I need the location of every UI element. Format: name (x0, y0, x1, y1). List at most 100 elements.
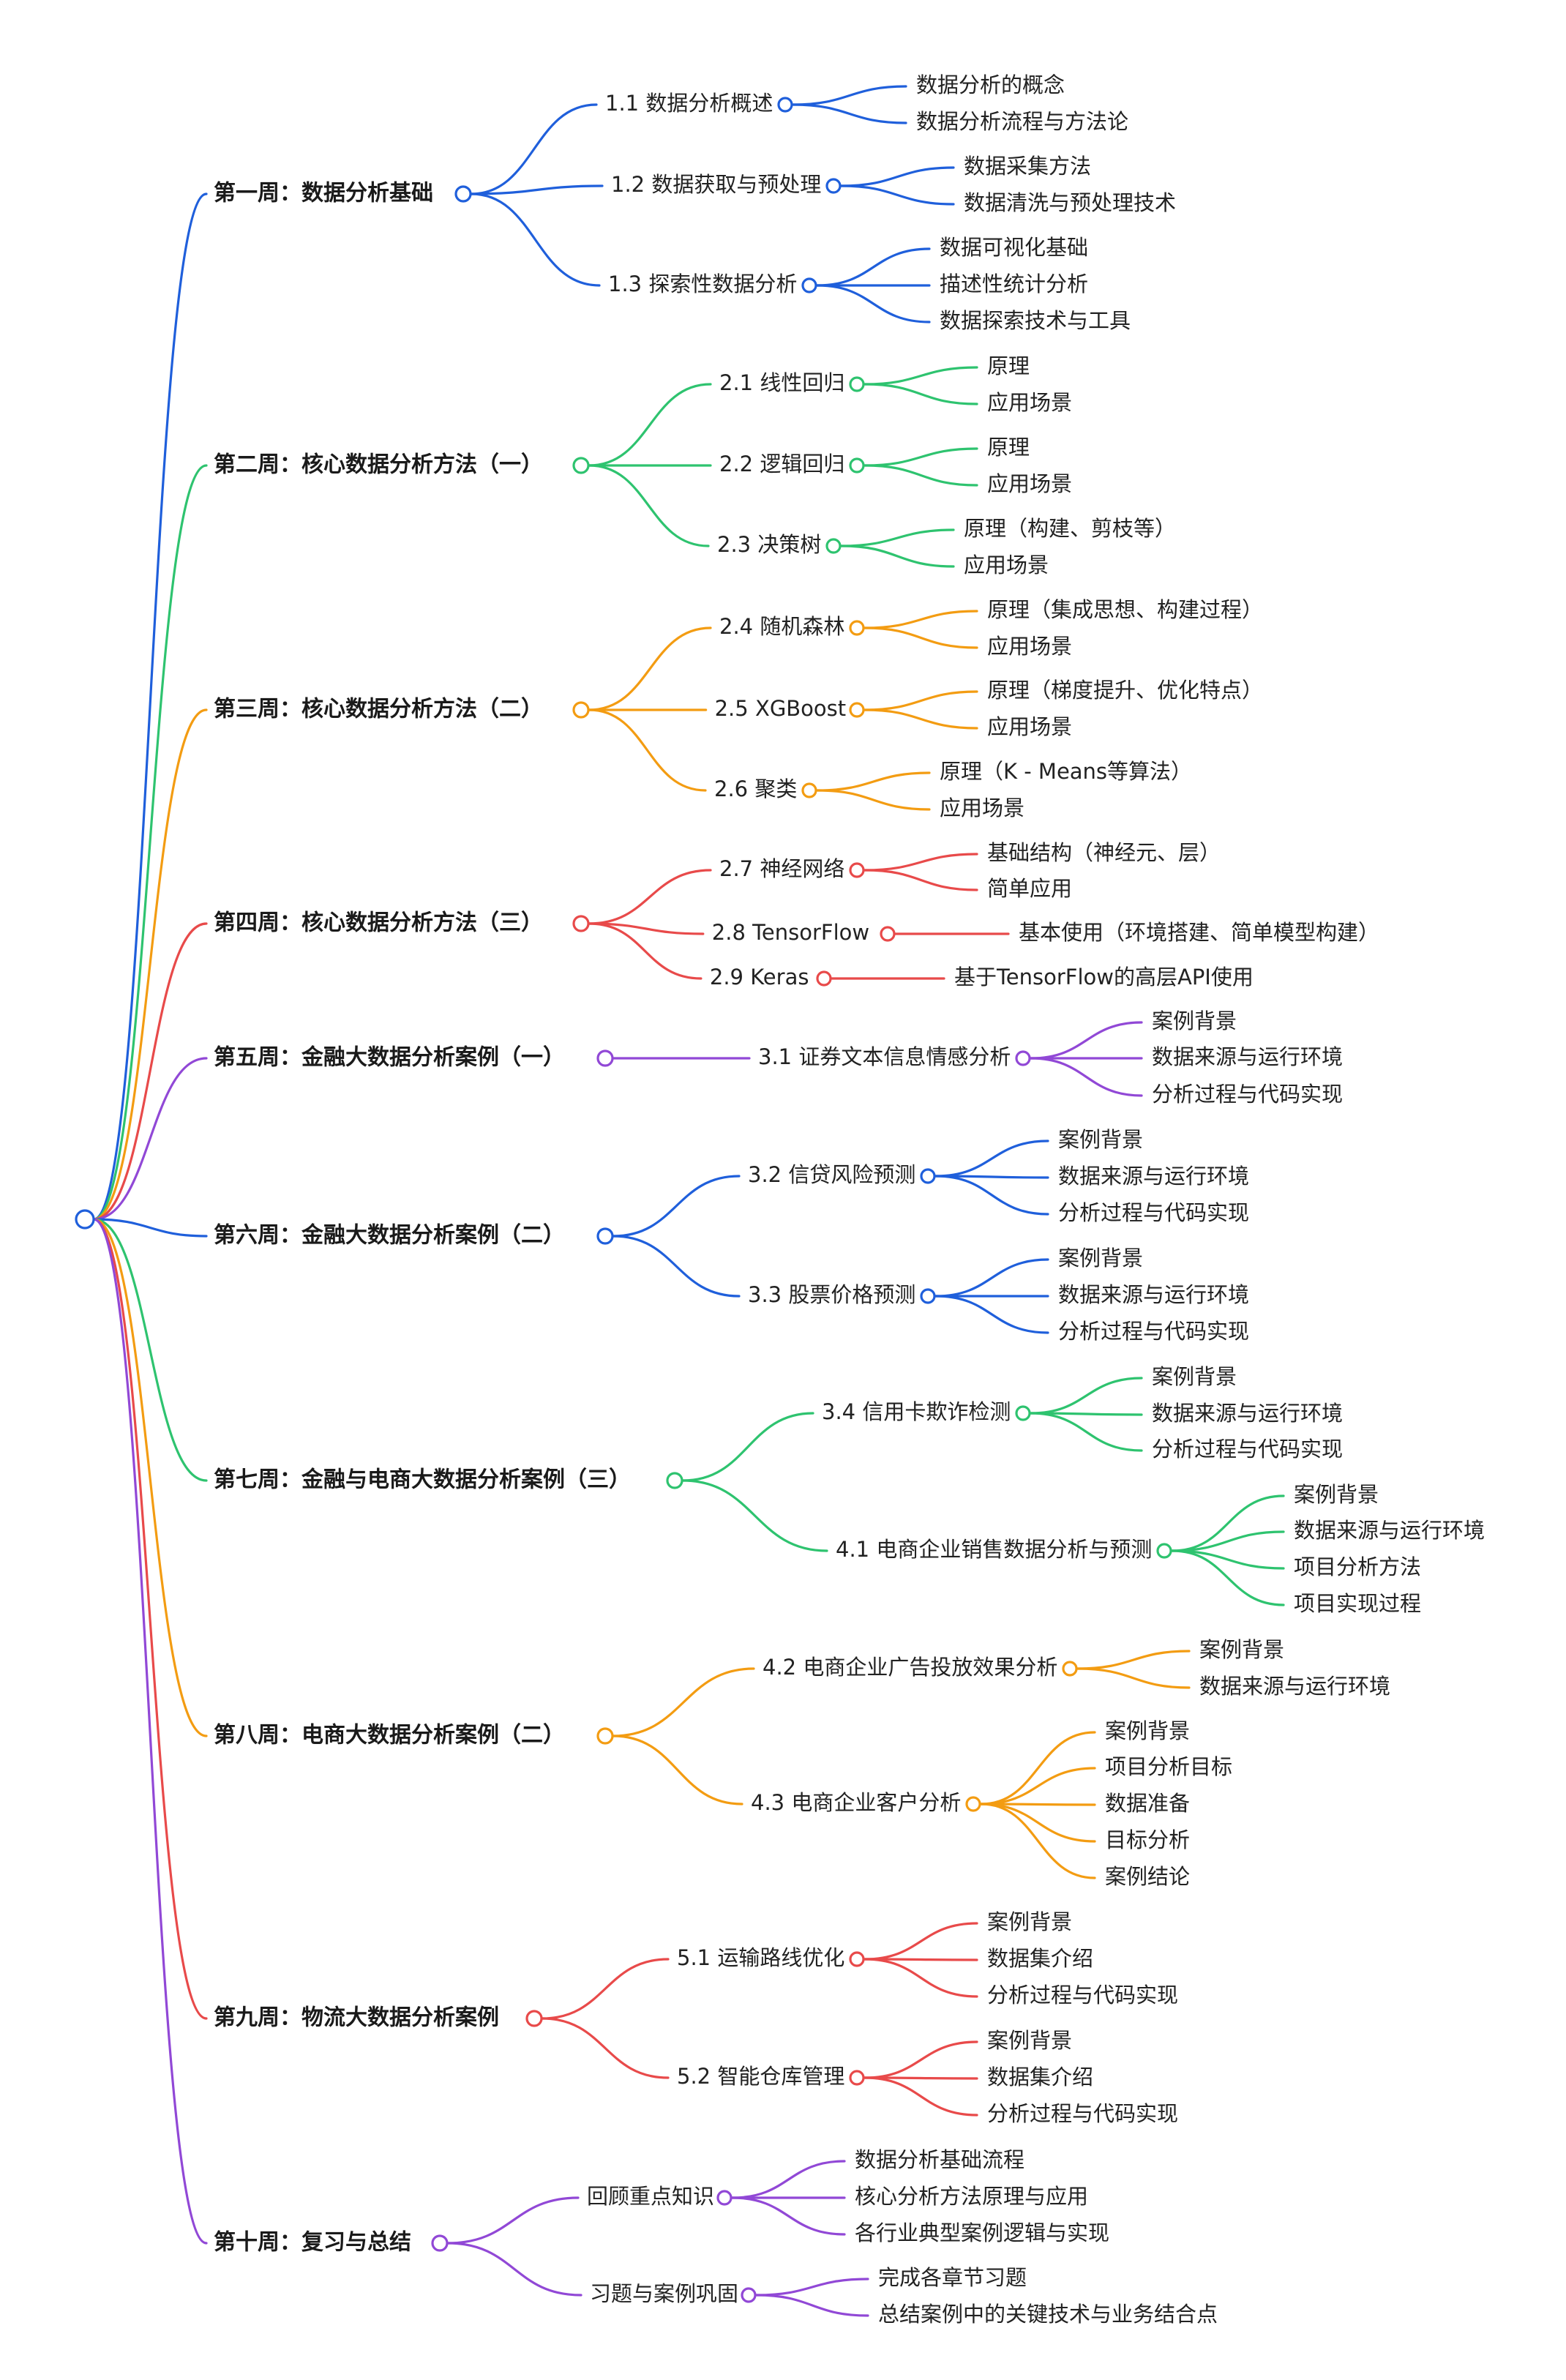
topic-8-2-label[interactable]: 4.3 电商企业客户分析 (751, 1790, 961, 1815)
topic-6-1-node[interactable] (920, 1168, 936, 1184)
item-7-2-3[interactable]: 项目分析方法 (1294, 1554, 1421, 1579)
item-7-1-1[interactable]: 案例背景 (1152, 1364, 1237, 1389)
item-6-1-1[interactable]: 案例背景 (1058, 1127, 1143, 1152)
item-9-1-2[interactable]: 数据集介绍 (987, 1946, 1093, 1971)
topic-4-3-label[interactable]: 2.9 Keras (710, 965, 809, 989)
week-2-node[interactable] (572, 457, 590, 474)
item-10-1-1[interactable]: 数据分析基础流程 (855, 2147, 1024, 2172)
item-7-2-2[interactable]: 数据来源与运行环境 (1294, 1518, 1485, 1543)
topic-1-1-node[interactable] (777, 97, 793, 113)
topic-5-1-label[interactable]: 3.1 证券文本信息情感分析 (758, 1044, 1011, 1069)
item-6-2-2[interactable]: 数据来源与运行环境 (1058, 1282, 1249, 1307)
topic-3-3-label[interactable]: 2.6 聚类 (714, 777, 797, 801)
item-7-1-2[interactable]: 数据来源与运行环境 (1152, 1401, 1343, 1426)
item-3-2-2[interactable]: 应用场景 (987, 714, 1072, 739)
item-2-3-2[interactable]: 应用场景 (964, 553, 1049, 577)
week-4-label[interactable]: 第四周：核心数据分析方法（三） (214, 910, 543, 936)
item-9-2-3[interactable]: 分析过程与代码实现 (987, 2101, 1178, 2126)
topic-2-1-label[interactable]: 2.1 线性回归 (719, 370, 844, 395)
item-9-1-1[interactable]: 案例背景 (987, 1909, 1072, 1934)
week-10-node[interactable] (431, 2234, 449, 2252)
topic-1-2-label[interactable]: 1.2 数据获取与预处理 (611, 172, 821, 197)
topic-7-2-label[interactable]: 4.1 电商企业销售数据分析与预测 (836, 1537, 1152, 1562)
week-3-node[interactable] (572, 701, 590, 719)
topic-8-2-node[interactable] (965, 1796, 981, 1812)
week-7-label[interactable]: 第七周：金融与电商大数据分析案例（三） (214, 1467, 631, 1493)
topic-4-1-node[interactable] (849, 862, 865, 878)
week-8-node[interactable] (596, 1727, 614, 1745)
topic-6-1-label[interactable]: 3.2 信贷风险预测 (748, 1162, 915, 1187)
item-1-1-2[interactable]: 数据分析流程与方法论 (916, 109, 1128, 134)
item-8-2-3[interactable]: 数据准备 (1105, 1791, 1190, 1816)
item-1-3-1[interactable]: 数据可视化基础 (940, 235, 1088, 260)
week-10-label[interactable]: 第十周：复习与总结 (214, 2230, 411, 2256)
topic-6-2-label[interactable]: 3.3 股票价格预测 (748, 1282, 915, 1307)
week-4-node[interactable] (572, 915, 590, 932)
week-8-label[interactable]: 第八周：电商大数据分析案例（二） (214, 1723, 565, 1748)
item-2-3-1[interactable]: 原理（构建、剪枝等） (964, 516, 1176, 541)
item-10-1-2[interactable]: 核心分析方法原理与应用 (855, 2184, 1088, 2209)
week-6-node[interactable] (596, 1227, 614, 1245)
topic-4-2-node[interactable] (880, 926, 896, 942)
item-8-1-2[interactable]: 数据来源与运行环境 (1199, 1674, 1390, 1699)
topic-2-3-node[interactable] (825, 538, 842, 554)
topic-1-1-label[interactable]: 1.1 数据分析概述 (605, 91, 773, 116)
topic-1-3-label[interactable]: 1.3 探索性数据分析 (608, 272, 797, 296)
item-4-1-2[interactable]: 简单应用 (987, 876, 1072, 901)
item-9-1-3[interactable]: 分析过程与代码实现 (987, 1983, 1178, 2007)
topic-3-2-label[interactable]: 2.5 XGBoost (715, 696, 847, 721)
week-6-label[interactable]: 第六周：金融大数据分析案例（二） (214, 1223, 565, 1249)
item-10-2-1[interactable]: 完成各章节习题 (878, 2265, 1027, 2290)
item-3-1-2[interactable]: 应用场景 (987, 634, 1072, 659)
week-5-label[interactable]: 第五周：金融大数据分析案例（一） (214, 1045, 565, 1071)
item-9-2-1[interactable]: 案例背景 (987, 2028, 1072, 2053)
item-3-2-1[interactable]: 原理（梯度提升、优化特点） (987, 678, 1263, 703)
item-10-1-3[interactable]: 各行业典型案例逻辑与实现 (855, 2220, 1109, 2245)
item-1-3-2[interactable]: 描述性统计分析 (940, 272, 1088, 296)
topic-4-3-node[interactable] (816, 970, 832, 987)
item-4-3-1[interactable]: 基于TensorFlow的高层API使用 (954, 965, 1254, 989)
item-8-1-1[interactable]: 案例背景 (1199, 1637, 1284, 1662)
topic-9-1-node[interactable] (849, 1951, 865, 1967)
item-2-2-2[interactable]: 应用场景 (987, 471, 1072, 496)
topic-7-2-node[interactable] (1156, 1543, 1172, 1559)
topic-3-1-label[interactable]: 2.4 随机森林 (719, 614, 844, 639)
item-1-3-3[interactable]: 数据探索技术与工具 (940, 308, 1131, 333)
week-7-node[interactable] (666, 1472, 683, 1489)
topic-3-1-node[interactable] (849, 620, 865, 636)
topic-10-2-node[interactable] (741, 2287, 757, 2303)
item-8-2-1[interactable]: 案例背景 (1105, 1718, 1190, 1743)
root-node[interactable] (75, 1209, 95, 1230)
topic-1-3-node[interactable] (801, 277, 817, 293)
item-3-3-2[interactable]: 应用场景 (940, 796, 1024, 820)
item-4-2-1[interactable]: 基本使用（环境搭建、简单模型构建） (1019, 920, 1379, 945)
week-9-label[interactable]: 第九周：物流大数据分析案例 (214, 2005, 499, 2031)
item-1-2-2[interactable]: 数据清洗与预处理技术 (964, 190, 1176, 215)
topic-10-1-label[interactable]: 回顾重点知识 (587, 2184, 714, 2209)
topic-2-2-node[interactable] (849, 457, 865, 474)
week-1-label[interactable]: 第一周：数据分析基础 (214, 181, 433, 206)
item-9-2-2[interactable]: 数据集介绍 (987, 2065, 1093, 2089)
item-10-2-2[interactable]: 总结案例中的关键技术与业务结合点 (878, 2302, 1218, 2327)
topic-4-1-label[interactable]: 2.7 神经网络 (719, 856, 844, 881)
topic-9-2-label[interactable]: 5.2 智能仓库管理 (677, 2064, 844, 2089)
topic-7-1-label[interactable]: 3.4 信用卡欺诈检测 (822, 1399, 1011, 1424)
item-6-1-2[interactable]: 数据来源与运行环境 (1058, 1164, 1249, 1189)
topic-9-1-label[interactable]: 5.1 运输路线优化 (677, 1945, 844, 1970)
item-3-3-1[interactable]: 原理（K - Means等算法） (940, 759, 1192, 784)
item-5-1-1[interactable]: 案例背景 (1152, 1008, 1237, 1033)
item-6-1-3[interactable]: 分析过程与代码实现 (1058, 1200, 1249, 1225)
item-1-2-1[interactable]: 数据采集方法 (964, 154, 1091, 179)
item-7-1-3[interactable]: 分析过程与代码实现 (1152, 1437, 1343, 1462)
item-1-1-1[interactable]: 数据分析的概念 (916, 72, 1065, 97)
week-1-node[interactable] (454, 185, 472, 203)
item-8-2-4[interactable]: 目标分析 (1105, 1827, 1190, 1852)
topic-2-1-node[interactable] (849, 376, 865, 392)
item-5-1-2[interactable]: 数据来源与运行环境 (1152, 1044, 1343, 1069)
topic-2-2-label[interactable]: 2.2 逻辑回归 (719, 452, 844, 476)
topic-5-1-node[interactable] (1015, 1050, 1031, 1066)
topic-8-1-node[interactable] (1062, 1661, 1078, 1677)
item-7-2-1[interactable]: 案例背景 (1294, 1482, 1379, 1507)
item-7-2-4[interactable]: 项目实现过程 (1294, 1591, 1421, 1616)
item-3-1-1[interactable]: 原理（集成思想、构建过程） (987, 597, 1263, 622)
